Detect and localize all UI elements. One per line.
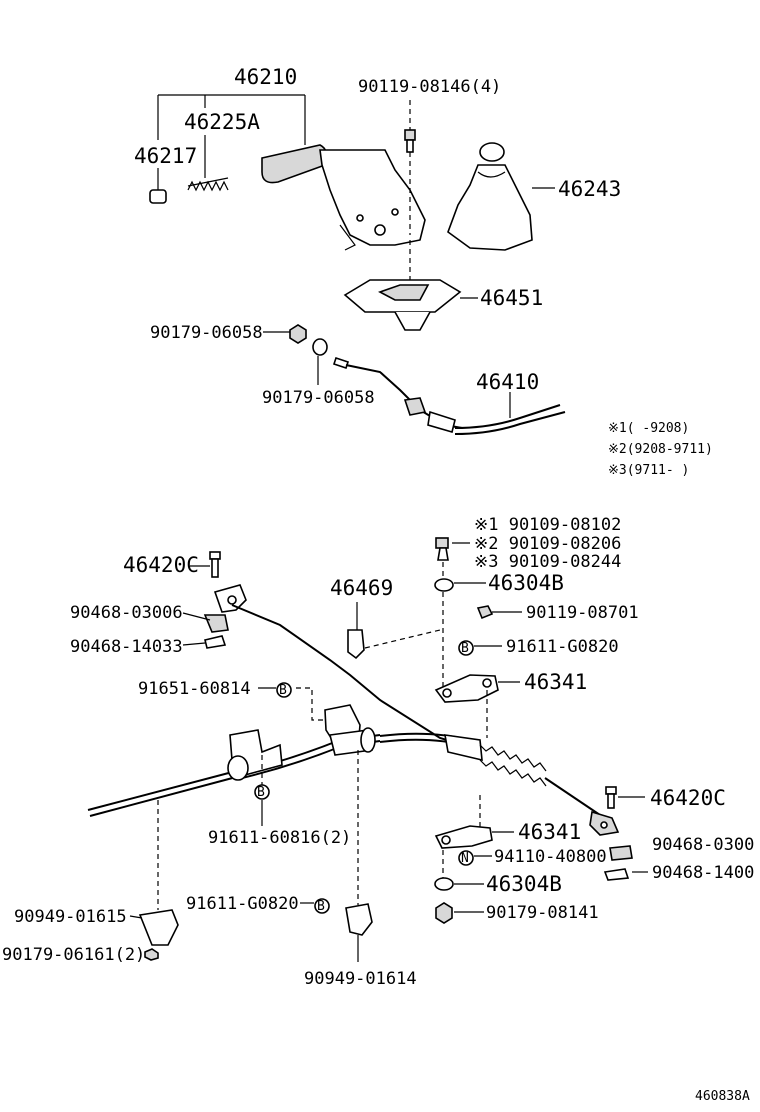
label-46451: 46451 bbox=[480, 286, 543, 310]
label-90179-08141: 90179-08141 bbox=[486, 903, 599, 923]
label-46469: 46469 bbox=[330, 576, 393, 600]
label-91611-g0820-b: 91611-G0820 bbox=[186, 894, 299, 914]
svg-text:N: N bbox=[461, 851, 469, 866]
washer-46304b-bottom-part bbox=[434, 877, 454, 891]
lever-leader-group bbox=[157, 94, 306, 190]
label-90468-1400x: 90468-1400 bbox=[652, 863, 754, 883]
label-90949-01615: 90949-01615 bbox=[14, 907, 127, 927]
lever-knob-part bbox=[149, 189, 167, 204]
label-46341-b: 46341 bbox=[518, 820, 581, 844]
svg-text:B: B bbox=[317, 899, 325, 914]
bracket-46469-part bbox=[347, 602, 441, 660]
equalizer-46341-top-part bbox=[434, 592, 520, 738]
label-46304b-b: 46304B bbox=[486, 872, 562, 896]
clamp-90949-01615-part bbox=[129, 800, 179, 961]
svg-text:B: B bbox=[279, 683, 287, 698]
label-46210: 46210 bbox=[234, 65, 297, 89]
label-90468-0300x: 90468-0300 bbox=[652, 835, 754, 855]
note-3: ※3(9711- ) bbox=[608, 463, 689, 478]
label-46341-a: 46341 bbox=[524, 670, 587, 694]
label-46420c-b: 46420C bbox=[650, 786, 726, 810]
label-90949-01614: 90949-01614 bbox=[304, 969, 417, 989]
label-90119-08146: 90119-08146(4) bbox=[358, 77, 501, 97]
label-46217: 46217 bbox=[134, 144, 197, 168]
shift-boot-part bbox=[447, 142, 555, 251]
label-91611-60816: 91611-60816(2) bbox=[208, 828, 351, 848]
label-90468-03006-a: 90468-03006 bbox=[70, 603, 183, 623]
label-46243: 46243 bbox=[558, 177, 621, 201]
bolt-46420c-right-part bbox=[605, 786, 645, 809]
label-91611-g0820-a: 91611-G0820 bbox=[506, 637, 619, 657]
brake-lever-part bbox=[261, 144, 426, 251]
label-90109-3: ※3 90109-08244 bbox=[474, 552, 621, 572]
adjust-bolt-90109-part bbox=[435, 537, 470, 580]
bushing-91611-g0820-top-part: B bbox=[458, 640, 502, 656]
bushing-91651-60814-part: B bbox=[258, 682, 330, 721]
bolt-90119-08146-part bbox=[404, 100, 416, 235]
bolt-90119-08701-part bbox=[476, 605, 522, 620]
bushing-91611-60816-part: B bbox=[254, 784, 270, 826]
cover-plate-part bbox=[343, 240, 478, 331]
label-90119-08701: 90119-08701 bbox=[526, 603, 639, 623]
label-90179-06058-b: 90179-06058 bbox=[262, 388, 375, 408]
note-2: ※2(9208-9711) bbox=[608, 442, 713, 457]
clamp-90949-01614-part bbox=[345, 903, 373, 962]
svg-text:B: B bbox=[257, 785, 265, 800]
label-46225a: 46225A bbox=[184, 110, 260, 134]
label-90109-1: ※1 90109-08102 bbox=[474, 515, 621, 535]
label-90179-06161: 90179-06161(2) bbox=[2, 945, 145, 965]
label-90179-06058-a: 90179-06058 bbox=[150, 323, 263, 343]
label-46420c-a: 46420C bbox=[123, 553, 199, 577]
label-90109-2: ※2 90109-08206 bbox=[474, 534, 621, 554]
clip-90468-right-part bbox=[603, 845, 648, 881]
cable-clamp-left-part bbox=[227, 729, 283, 785]
bolt-46420c-left-part bbox=[190, 551, 221, 578]
note-1: ※1( -9208) bbox=[608, 421, 689, 436]
label-91651-60814: 91651-60814 bbox=[138, 679, 251, 699]
nut-94110-40800-part: N bbox=[458, 850, 492, 866]
equalizer-46341-bottom-part bbox=[434, 795, 514, 878]
nut-90179-08141-part bbox=[435, 902, 484, 924]
bushing-91611-g0820-bottom-part: B bbox=[300, 750, 359, 914]
label-46304b-a: 46304B bbox=[488, 571, 564, 595]
lever-spring-part bbox=[187, 177, 229, 192]
cable-end-bracket-left-part bbox=[182, 584, 247, 649]
front-cable-part bbox=[332, 356, 566, 435]
diagram-code: 460838A bbox=[695, 1089, 750, 1104]
right-rear-cable-part bbox=[444, 734, 620, 836]
svg-text:B: B bbox=[461, 641, 469, 656]
label-90468-14033-a: 90468-14033 bbox=[70, 637, 183, 657]
label-94110-4080x: 94110-40800 bbox=[494, 847, 607, 867]
center-bracket-part bbox=[324, 704, 376, 756]
nut-90179-06058-part bbox=[263, 324, 328, 385]
washer-46304b-top-part bbox=[434, 578, 454, 592]
label-46410: 46410 bbox=[476, 370, 539, 394]
labels-group: 46210 46225A 46217 90119-08146(4) 46243 … bbox=[2, 65, 754, 1104]
